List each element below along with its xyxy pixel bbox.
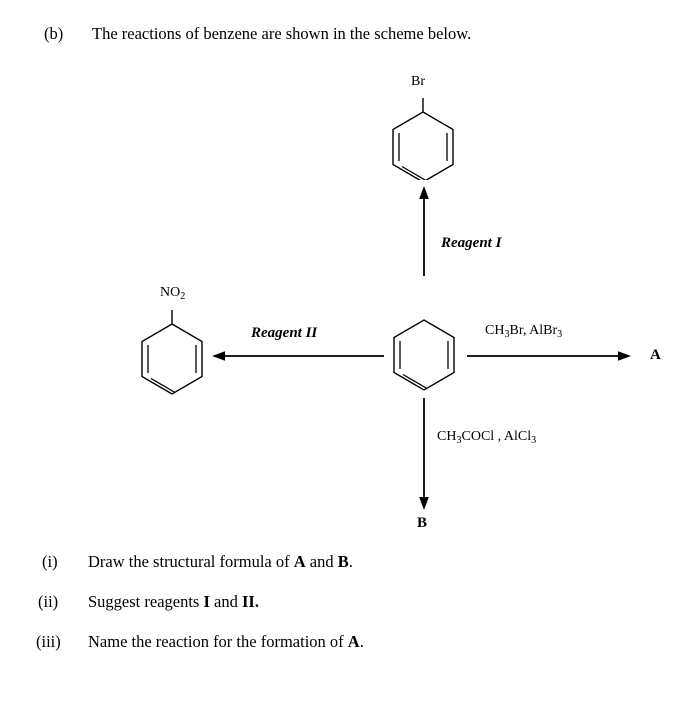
question-number-ii: (ii) xyxy=(38,592,59,611)
arrow-right xyxy=(467,346,631,371)
arrow-up xyxy=(414,186,434,281)
reagent-right-label: CH3Br, AlBr3 xyxy=(485,323,563,340)
benzene-ring-center xyxy=(389,318,459,397)
question-number-iii: (iii) xyxy=(36,632,61,651)
reagent-down-label: CH3COCl , AlCl3 xyxy=(437,429,537,446)
intro-label: (b) xyxy=(44,24,64,43)
question-text-ii: Suggest reagents I and II. xyxy=(88,592,259,611)
question-item-ii: (ii) Suggest reagents I and II. xyxy=(0,592,697,612)
arrow-left xyxy=(212,346,384,371)
question-intro: (b) The reactions of benzene are shown in… xyxy=(44,24,471,44)
bromobenzene-ring xyxy=(388,98,458,185)
question-item-i: (i) Draw the structural formula of A and… xyxy=(0,552,697,572)
question-text-iii: Name the reaction for the formation of A… xyxy=(88,632,364,651)
question-item-iii: (iii) Name the reaction for the formatio… xyxy=(0,632,697,652)
reagent-i-label: Reagent I xyxy=(441,235,502,251)
question-list: (i) Draw the structural formula of A and… xyxy=(0,552,697,672)
question-number-i: (i) xyxy=(42,552,58,571)
product-b-label: B xyxy=(417,515,428,531)
question-text-i: Draw the structural formula of A and B. xyxy=(88,552,353,571)
arrow-down xyxy=(414,398,434,515)
nitro-label: NO2 xyxy=(160,285,186,302)
bromine-label: Br xyxy=(411,74,425,89)
reaction-scheme: Br Reagent I xyxy=(0,60,697,550)
reagent-ii-label: Reagent II xyxy=(251,325,318,341)
product-a-label: A xyxy=(650,347,661,363)
intro-text: The reactions of benzene are shown in th… xyxy=(92,24,472,43)
nitrobenzene-ring xyxy=(137,310,207,401)
